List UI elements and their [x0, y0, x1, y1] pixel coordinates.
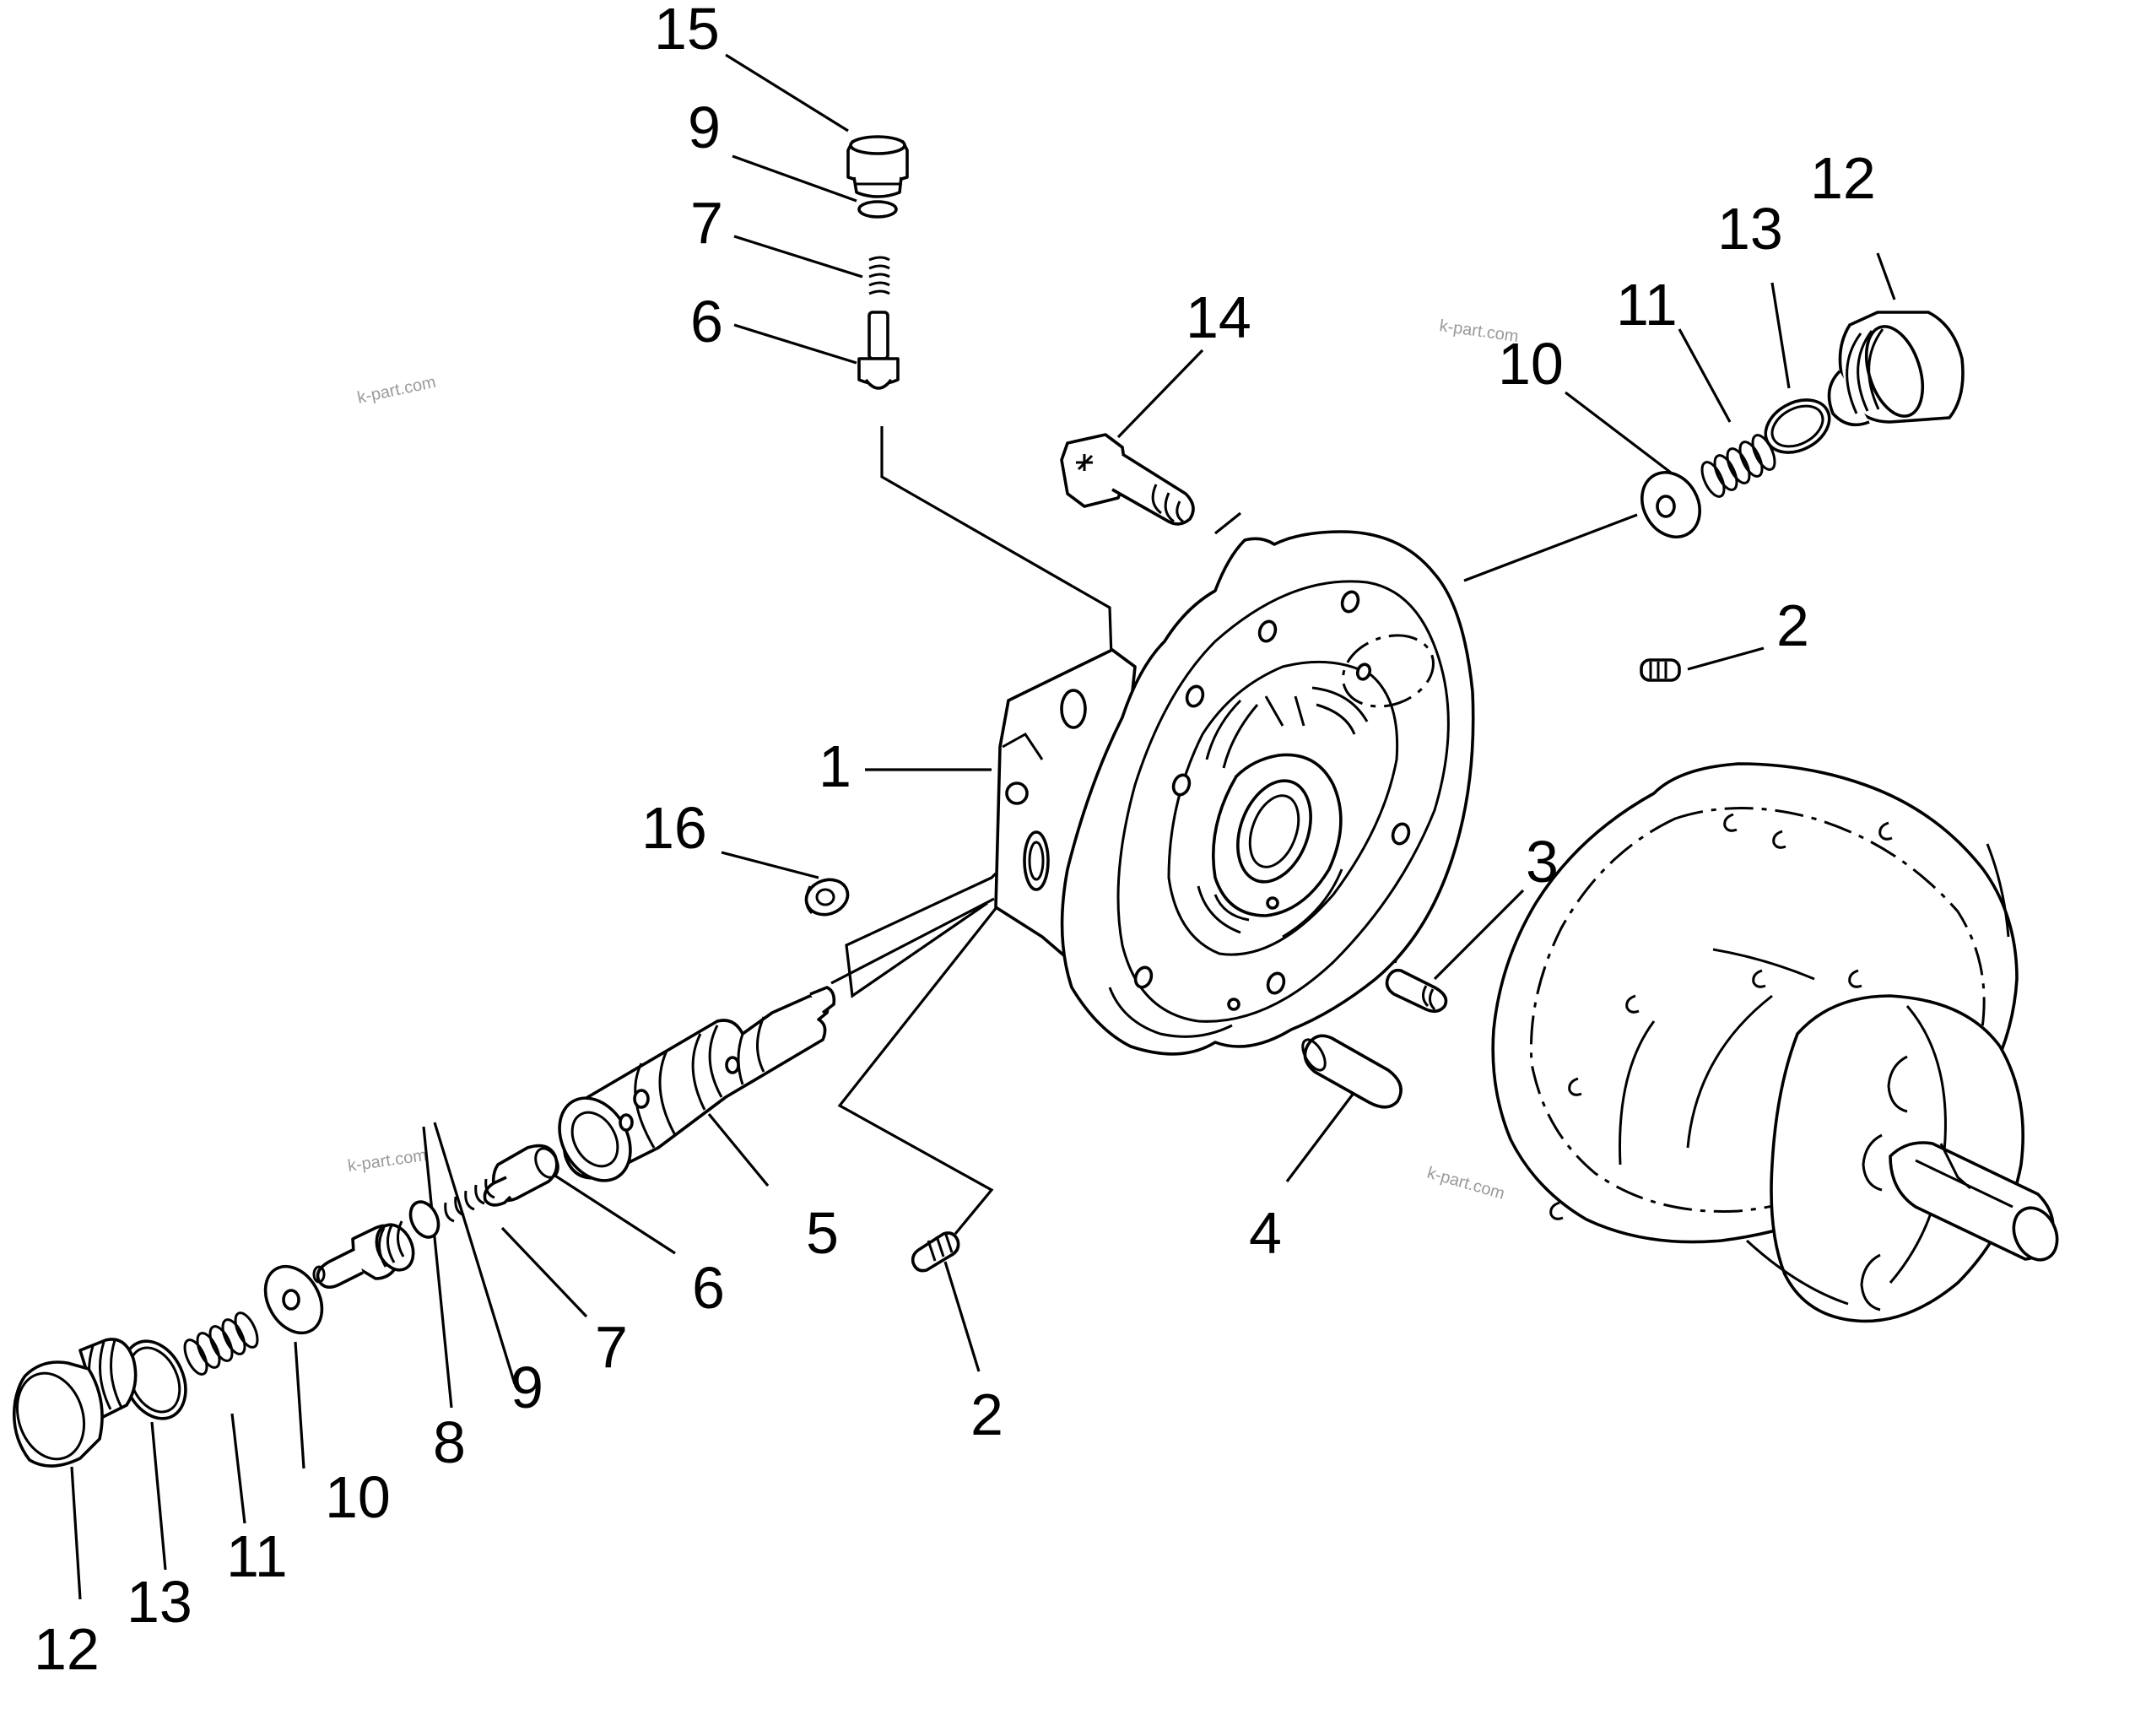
label-right-seat: 10	[1498, 331, 1564, 397]
right-seat	[1640, 471, 1701, 538]
left-spring-outer	[183, 1311, 259, 1376]
label-left-spring-outer: 11	[226, 1523, 288, 1589]
left-plug	[12, 1338, 138, 1468]
top-spring	[868, 256, 890, 295]
label-left-oring-outer: 13	[127, 1569, 192, 1635]
body-plug	[804, 878, 850, 917]
left-guide	[312, 1220, 415, 1289]
label-left-plug: 12	[34, 1616, 100, 1682]
label-left-oring: 9	[511, 1355, 543, 1420]
label-top-plug: 15	[654, 0, 720, 62]
left-spring	[444, 1178, 495, 1223]
label-body-plug: 16	[641, 795, 707, 861]
label-left-spring: 7	[595, 1314, 628, 1380]
leader-lines	[70, 53, 1896, 1600]
spool	[558, 986, 836, 1182]
label-right-spring: 11	[1616, 272, 1678, 338]
label-dowel-large: 4	[1249, 1200, 1282, 1266]
label-top-spring: 7	[690, 190, 723, 256]
watermark: k-part.com	[355, 373, 437, 408]
right-spring	[1700, 434, 1776, 498]
part-labels: 15 9 7 6 14 12 13 11 10 2 1 16 3 4 5 6 7…	[34, 0, 1876, 1682]
top-oring	[857, 200, 898, 219]
top-plug	[846, 135, 909, 198]
left-oring	[408, 1200, 441, 1239]
watermark: k-part.com	[1425, 1164, 1507, 1203]
left-poppet-valve	[483, 1144, 559, 1207]
label-spool: 5	[806, 1200, 839, 1266]
label-bottom-pin: 2	[970, 1382, 1003, 1447]
label-top-oring: 9	[688, 95, 721, 160]
label-right-plug: 12	[1810, 145, 1876, 211]
dowel-small	[1385, 968, 1448, 1014]
bottom-pin	[911, 1231, 960, 1273]
right-plug	[1827, 311, 1965, 427]
right-pin	[1640, 658, 1681, 682]
label-right-oring: 13	[1717, 196, 1783, 262]
dowel-large	[1301, 1034, 1403, 1109]
right-oring	[1764, 398, 1831, 454]
label-top-valve: 6	[690, 289, 723, 354]
left-seat	[263, 1264, 324, 1335]
watermark: k-part.com	[347, 1146, 429, 1176]
pump-cover	[1491, 762, 2059, 1323]
label-body: 1	[819, 733, 851, 799]
label-left-guide: 8	[433, 1409, 466, 1475]
bolt	[1060, 433, 1195, 526]
label-dowel-small: 3	[1526, 829, 1559, 895]
top-poppet-valve	[857, 311, 900, 390]
pump-body	[994, 530, 1475, 1056]
label-right-pin: 2	[1776, 592, 1809, 658]
label-bolt: 14	[1186, 284, 1251, 350]
label-left-seat: 10	[325, 1464, 391, 1530]
label-left-valve: 6	[692, 1255, 725, 1321]
